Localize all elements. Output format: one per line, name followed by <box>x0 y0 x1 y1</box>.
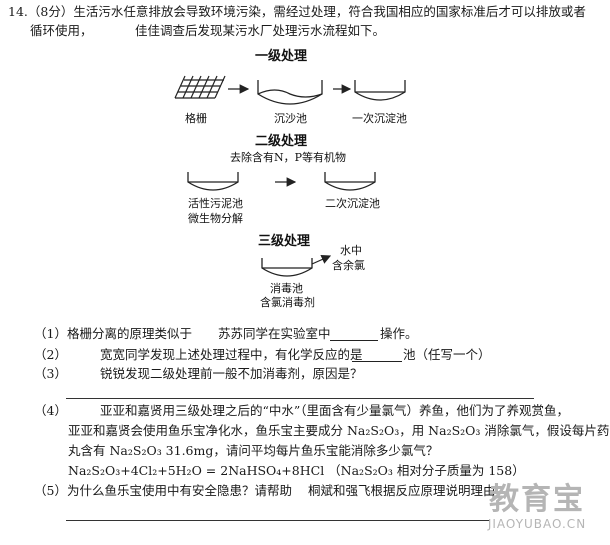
arrow-4 <box>311 255 332 265</box>
q5-text-b: 桐斌和强飞根据反应原理说明理由 <box>308 483 496 498</box>
site-watermark: 教育宝 JIAOYUBAO.CN <box>472 483 602 541</box>
secondary-sedimentation-label: 二次沉淀池 <box>325 196 380 210</box>
disinfection-tank-label: 消毒池 <box>270 281 303 295</box>
stage3-title: 三级处理 <box>258 233 310 249</box>
treatment-flow-diagram: 一级处理 格栅 沉沙池 一次沉淀池 二级处理 去除含有N，P等有机物 活性污泥池… <box>174 48 407 309</box>
q4-line1: 亚亚和嘉贤用三级处理之后的“中水”（里面含有少量氯气）养鱼，他们为了养观赏鱼， <box>100 403 570 418</box>
stage2-title: 二级处理 <box>255 133 307 149</box>
sand-tank-label: 沉沙池 <box>274 112 307 125</box>
disinfection-tank-icon <box>261 258 313 277</box>
question-intro-line2b: 佳佳调查后发现某污水厂处理污水流程如下。 <box>135 23 386 38</box>
grid-label: 格栅 <box>185 111 207 125</box>
question-intro-line1: 14.（8分）生活污水任意排放会导致环境污染，需经过处理，符合我国相应的国家标准… <box>8 4 586 19</box>
chlorine-disinfectant-label: 含氯消毒剂 <box>260 295 315 309</box>
microbial-decomposition-label: 微生物分解 <box>188 211 243 225</box>
q1-answer-blank[interactable] <box>330 328 378 341</box>
watermark-url: JIAOYUBAO.CN <box>487 517 587 531</box>
q2-text-b: 池（任写一个） <box>403 347 491 362</box>
q2-number: （2） <box>34 347 67 362</box>
grid-icon <box>174 75 226 99</box>
q5-text-a: （5）为什么鱼乐宝使用中有安全隐患？请帮助 <box>34 483 292 498</box>
q4-line3: 丸含有 Na₂S₂O₃ 31.6mg，请问平均每片鱼乐宝能消除多少氯气？ <box>68 443 439 458</box>
activated-sludge-tank-icon <box>187 172 239 191</box>
q4-equation: Na₂S₂O₃+4Cl₂+5H₂O = 2NaHSO₄+8HCl （Na₂S₂O… <box>68 463 525 478</box>
watermark-logo-text: 教育宝 <box>489 482 585 517</box>
q3-text: 锐锐发现二级处理前一般不加消毒剂，原因是？ <box>100 366 363 381</box>
output-chlorine-label: 含余氯 <box>332 258 365 272</box>
question-intro-line2a: 循环使用， <box>30 23 93 38</box>
stage2-note: 去除含有N，P等有机物 <box>230 150 346 164</box>
q2-answer-blank[interactable] <box>352 349 402 362</box>
activated-sludge-label: 活性污泥池 <box>188 196 243 210</box>
secondary-sedimentation-tank-icon <box>324 172 376 191</box>
q4-number: （4） <box>34 403 67 418</box>
q1-text-b: 苏苏同学在实验室中 <box>218 326 331 341</box>
q3-number: （3） <box>34 366 67 381</box>
q2-text-a: 宽宽同学发现上述处理过程中，有化学反应的是 <box>100 347 363 362</box>
stage1-title: 一级处理 <box>255 48 307 64</box>
q4-line2: 亚亚和嘉贤会使用鱼乐宝净化水，鱼乐宝主要成分 Na₂S₂O₃，用 Na₂S₂O₃… <box>68 423 610 438</box>
q1-text-c: 操作。 <box>380 326 418 341</box>
output-water-label: 水中 <box>340 244 362 257</box>
sand-tank-icon <box>257 80 323 105</box>
q3-answer-line[interactable] <box>66 398 534 399</box>
q1-text-a: （1）格栅分离的原理类似于 <box>34 326 192 341</box>
primary-sedimentation-tank-icon <box>354 80 406 101</box>
primary-sedimentation-label: 一次沉淀池 <box>352 111 407 125</box>
q5-answer-line[interactable] <box>66 520 490 521</box>
